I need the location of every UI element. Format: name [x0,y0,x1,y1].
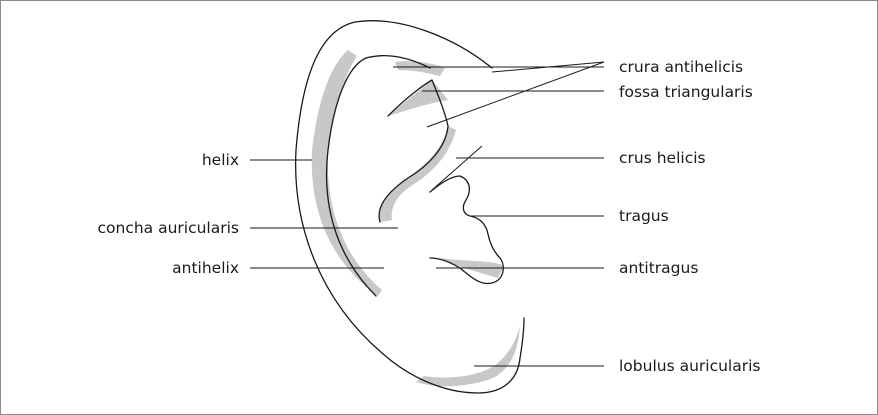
shading-group [312,50,520,386]
label-tragus: tragus [619,207,669,225]
label-antihelix: antihelix [172,259,239,277]
helix-rim-shade [312,50,382,296]
label-concha-auricularis: concha auricularis [97,219,239,237]
lobulus-shade [416,326,520,386]
leader-lines [250,62,604,366]
label-antitragus: antitragus [619,259,698,277]
label-fossa-triangularis: fossa triangularis [619,83,753,101]
label-helix: helix [202,151,239,169]
label-crus-helicis: crus helicis [619,149,706,167]
label-lobulus-auricularis: lobulus auricularis [619,357,761,375]
label-crura-antihelicis: crura antihelicis [619,58,743,76]
leader-crura-antihelicis-3 [427,62,604,127]
